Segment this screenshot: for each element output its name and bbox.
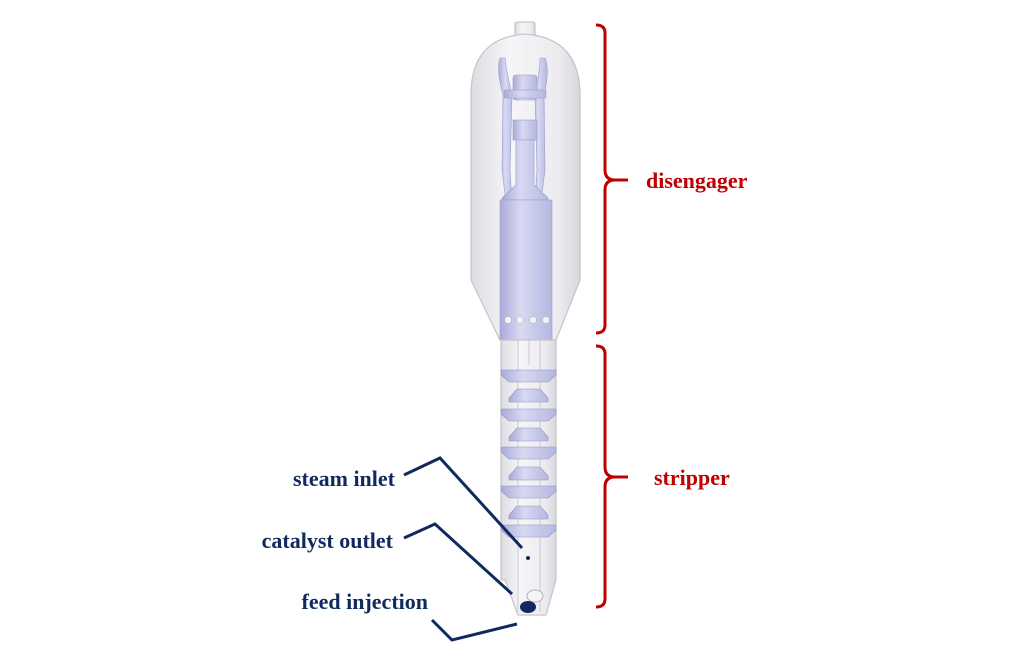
- stripper-baffles: [500, 369, 557, 538]
- inner-cone-baffle: [508, 466, 549, 481]
- inner-cone-baffle: [508, 388, 549, 403]
- catalyst-outlet-label: catalyst outlet: [262, 528, 394, 553]
- disengager-vessel: [470, 21, 581, 341]
- inner-cone-baffle: [508, 505, 549, 520]
- catalyst-outlet-leader: [403, 522, 514, 596]
- steam-inlet-leader: [403, 456, 524, 550]
- steam-inlet-label: steam inlet: [293, 466, 396, 491]
- outer-baffle: [500, 446, 557, 460]
- outer-baffle: [500, 485, 557, 499]
- steam-inlet-port: [526, 556, 530, 560]
- inner-cone-baffle: [508, 427, 549, 442]
- stripper-label: stripper: [654, 465, 730, 490]
- catalyst-outlet-port: [526, 589, 544, 603]
- outer-baffle: [500, 369, 557, 383]
- stripper-bracket: [595, 344, 616, 609]
- feed-injection-leader: [430, 618, 518, 642]
- stripper-vessel: [500, 339, 557, 616]
- vent-holes: [504, 316, 550, 324]
- outer-baffle: [500, 524, 557, 538]
- feed-injection-port: [520, 601, 536, 613]
- disengager-bracket: [595, 23, 616, 335]
- feed-injection-label: feed injection: [302, 589, 428, 614]
- disengager-label: disengager: [646, 168, 748, 193]
- outer-baffle: [500, 408, 557, 422]
